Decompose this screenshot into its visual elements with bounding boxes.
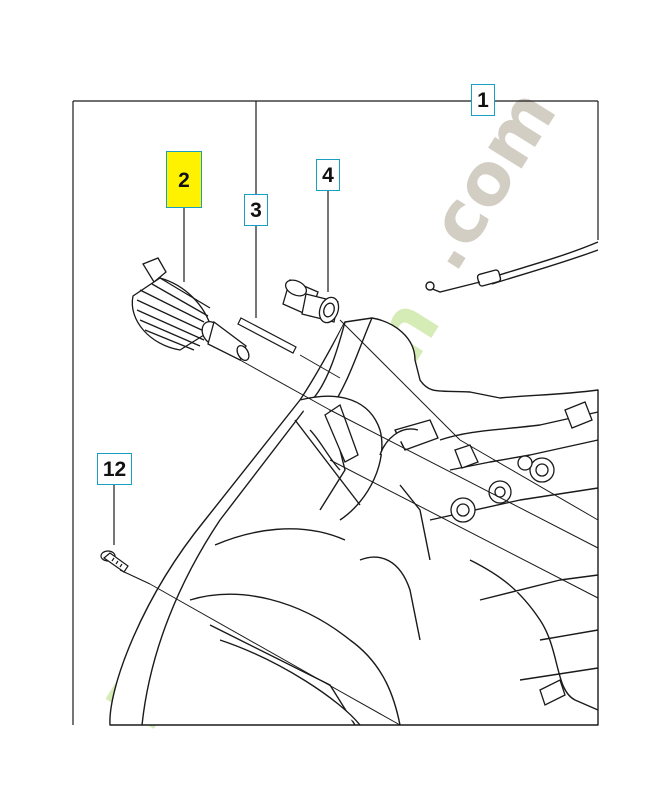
leader-12-axis	[119, 569, 151, 585]
pin-part-3	[237, 317, 297, 354]
screw-part-12	[100, 550, 129, 573]
callout-part-4: 4	[316, 159, 340, 191]
leader-lines	[72, 100, 599, 725]
bushing-part-4	[282, 279, 340, 324]
assembly-axis-lines	[149, 319, 599, 726]
callout-part-1: 1	[471, 84, 495, 116]
throttle-cable	[425, 241, 599, 293]
callout-part-3: 3	[244, 194, 268, 226]
callout-part-2-highlighted: 2	[166, 151, 202, 208]
bellows-part-2	[131, 257, 250, 362]
trigger-mechanism	[309, 401, 593, 706]
callout-part-12: 12	[97, 453, 132, 485]
handle-housing	[109, 317, 599, 726]
